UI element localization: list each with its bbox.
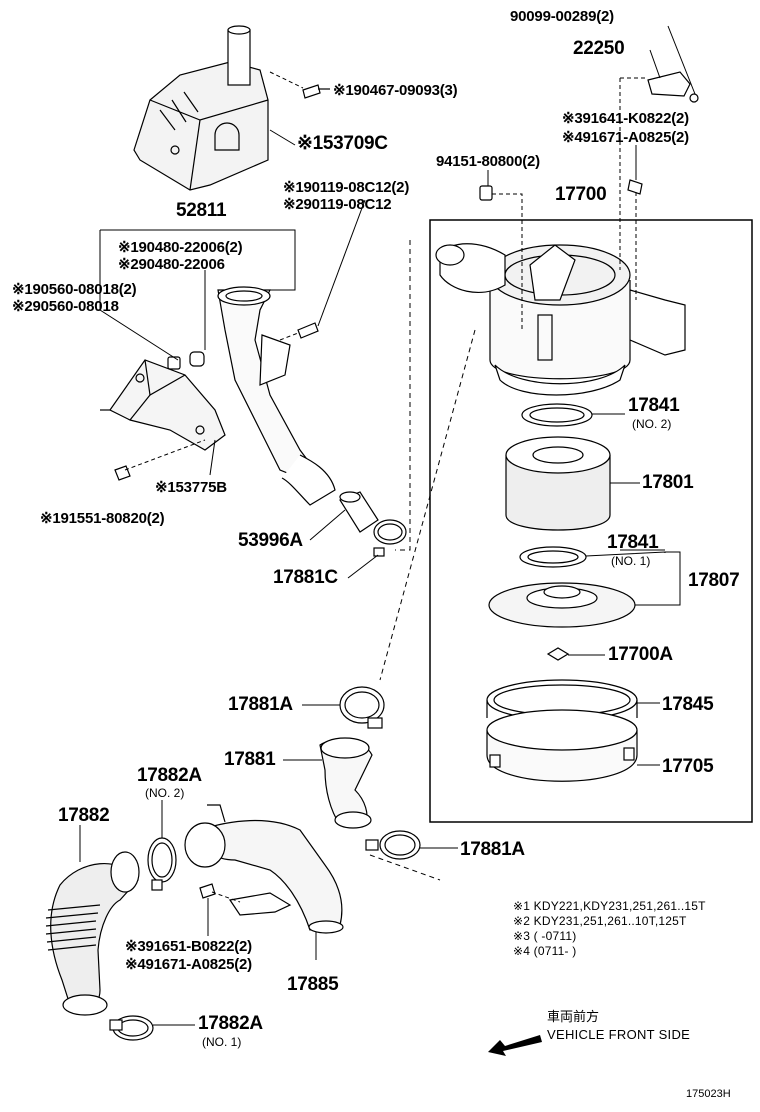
bolt-190467 [302, 84, 330, 99]
note-1: ※1 KDY221,KDY231,251,261..15T [513, 899, 706, 913]
leader-lines [99, 129, 665, 960]
clip-22250-part [647, 71, 699, 103]
label-190467: ※190467-09093(3) [333, 82, 458, 99]
label-17882: 17882 [58, 805, 110, 826]
label-190119b: ※290119-08C12 [283, 196, 392, 213]
hose-17885 [184, 804, 344, 934]
ring-17841-no2 [521, 403, 593, 427]
note-3: ※3 ( -0711) [513, 929, 577, 943]
air-cleaner-frame [429, 219, 753, 823]
label-17881a-bot: 17881A [460, 839, 525, 860]
label-17841-no1: 17841 [607, 532, 659, 553]
note-4: ※4 (0711- ) [513, 944, 577, 958]
label-53996a: 53996A [238, 530, 303, 551]
vehicle-front-arrow [488, 1035, 542, 1056]
label-17841-no2: 17841 [628, 395, 680, 416]
label-153709c: ※153709C [297, 133, 388, 154]
label-190480a: ※190480-22006(2) [118, 239, 243, 256]
clamp-17882a-no1 [109, 1015, 154, 1041]
bolt-190119 [297, 322, 319, 339]
cap-17807 [488, 582, 636, 628]
clamp-17881c-part [373, 519, 407, 557]
cover-17705 [486, 709, 638, 782]
clamp-17882a-no2 [147, 837, 177, 891]
ring-17841-no1 [519, 546, 587, 568]
label-91671b: ※491671-A0825(2) [125, 956, 252, 973]
bolt-91551 [114, 465, 131, 481]
label-91651: ※391651-B0822(2) [125, 938, 252, 955]
label-17801: 17801 [642, 472, 694, 493]
label-94151: 94151-80800(2) [436, 153, 540, 170]
label-190480b: ※290480-22006 [118, 256, 225, 273]
label-22250: 22250 [573, 38, 625, 59]
label-17841-no2-sub: (NO. 2) [632, 417, 672, 431]
label-17705: 17705 [662, 756, 714, 777]
label-17882a-top-sub: (NO. 2) [145, 786, 185, 800]
nut-94151 [479, 185, 493, 201]
label-90099: 90099-00289(2) [510, 8, 614, 25]
hose-53996a-part [339, 491, 379, 533]
label-91671a: ※491671-A0825(2) [562, 129, 689, 146]
heat-insulator-part [133, 25, 269, 191]
element-17801 [505, 436, 611, 531]
hose-17881 [319, 737, 373, 829]
label-190119a: ※190119-08C12(2) [283, 179, 410, 196]
label-17700: 17700 [555, 184, 607, 205]
direction-en: VEHICLE FRONT SIDE [547, 1027, 691, 1042]
label-17881: 17881 [224, 749, 276, 770]
label-52811: 52811 [176, 200, 227, 221]
clamp-17881a-top [339, 686, 385, 729]
label-17882a-top: 17882A [137, 765, 202, 786]
direction-jp: 車両前方 [547, 1009, 600, 1024]
label-17700a: 17700A [608, 644, 673, 665]
collar-90560 [167, 351, 205, 370]
label-153775b: ※153775B [155, 479, 227, 496]
label-17885: 17885 [287, 974, 339, 995]
label-17882a-bot: 17882A [198, 1013, 263, 1034]
label-17845: 17845 [662, 694, 714, 715]
bracket-52811-part [217, 286, 336, 506]
label-17882a-bot-sub: (NO. 1) [202, 1035, 242, 1049]
note-2: ※2 KDY231,251,261..10T,125T [513, 914, 687, 928]
label-17881c: 17881C [273, 567, 338, 588]
clamp-17881a-bot [365, 830, 421, 860]
label-190560b: ※290560-08018 [12, 298, 119, 315]
nut-17700a [546, 647, 570, 661]
hose-17882 [45, 851, 140, 1016]
bolt-91651 [199, 883, 216, 899]
label-17841-no1-sub: (NO. 1) [611, 554, 651, 568]
label-17881a-top: 17881A [228, 694, 293, 715]
air-cleaner-case [435, 243, 686, 396]
figure-code: 175023H [686, 1088, 731, 1100]
bracket-53775b-part [100, 359, 226, 451]
label-17807: 17807 [688, 570, 740, 591]
label-91641: ※391641-K0822(2) [562, 110, 689, 127]
bolt-91641 [627, 179, 643, 195]
label-190560a: ※190560-08018(2) [12, 281, 137, 298]
label-191551: ※191551-80820(2) [40, 510, 165, 527]
